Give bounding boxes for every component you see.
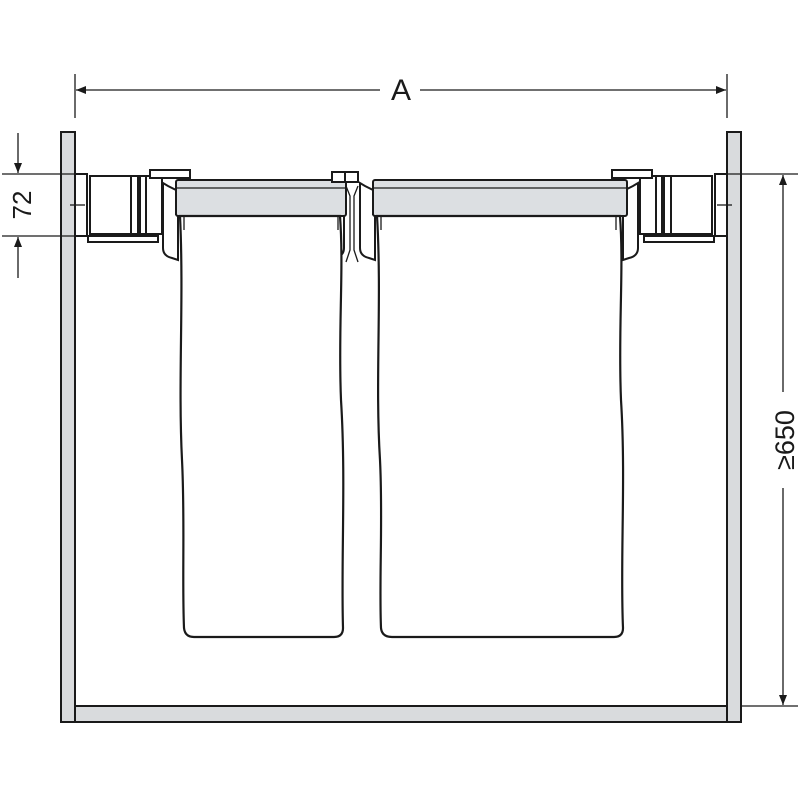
dimension-72: 72 [2,133,80,278]
right-hamper-rail [372,179,628,217]
right-laundry-bag [375,214,625,639]
left-laundry-bag [178,214,345,639]
dimension-label-a: A [391,74,411,107]
dimension-a: A [74,74,728,118]
left-hamper [162,179,347,639]
dimension-650: ≥650 [718,173,800,707]
dimension-label-72: 72 [7,191,37,220]
right-mounting-bracket [611,169,732,243]
cabinet [60,131,742,723]
bottom-panel [74,705,728,723]
right-bracket-clip [639,175,663,235]
left-bracket-clip [139,175,163,235]
dimension-label-650: ≥650 [770,410,800,470]
center-joint [331,171,359,263]
right-side-panel [726,131,742,723]
left-mounting-bracket [70,169,191,243]
left-side-panel [60,131,76,723]
left-hamper-rail [175,179,347,217]
right-hamper [359,179,639,639]
